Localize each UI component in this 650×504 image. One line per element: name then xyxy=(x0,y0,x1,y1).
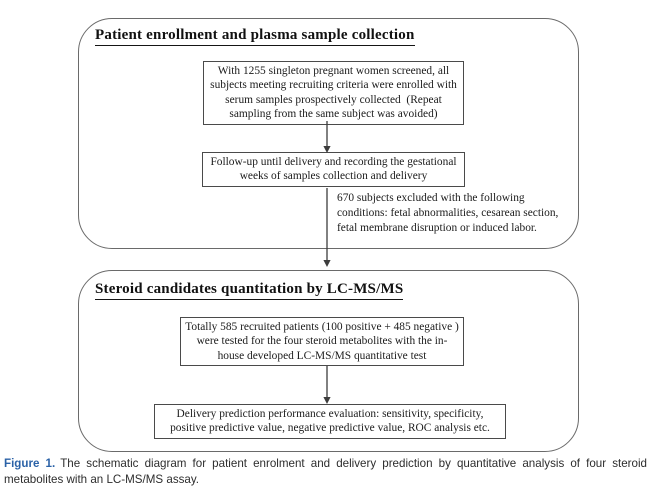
flow-box-testing: Totally 585 recruited patients (100 posi… xyxy=(180,317,464,367)
arrowhead-2 xyxy=(323,260,331,267)
flow-box-followup: Follow-up until delivery and recording t… xyxy=(202,152,465,187)
figure-caption: Figure 1.The schematic diagram for patie… xyxy=(4,456,647,487)
flow-box-screening: With 1255 singleton pregnant women scree… xyxy=(203,61,464,125)
exclusion-note: 670 subjects excluded with the following… xyxy=(337,192,559,234)
panel-quantitation-title: Steroid candidates quantitation by LC-MS… xyxy=(95,281,404,300)
figure-caption-label: Figure 1. xyxy=(4,457,56,470)
figure-caption-text: The schematic diagram for patient enrolm… xyxy=(4,457,647,486)
panel-enrollment xyxy=(78,18,579,249)
flow-box-evaluation: Delivery prediction performance evaluati… xyxy=(154,404,506,439)
panel-enrollment-title: Patient enrollment and plasma sample col… xyxy=(95,27,415,46)
